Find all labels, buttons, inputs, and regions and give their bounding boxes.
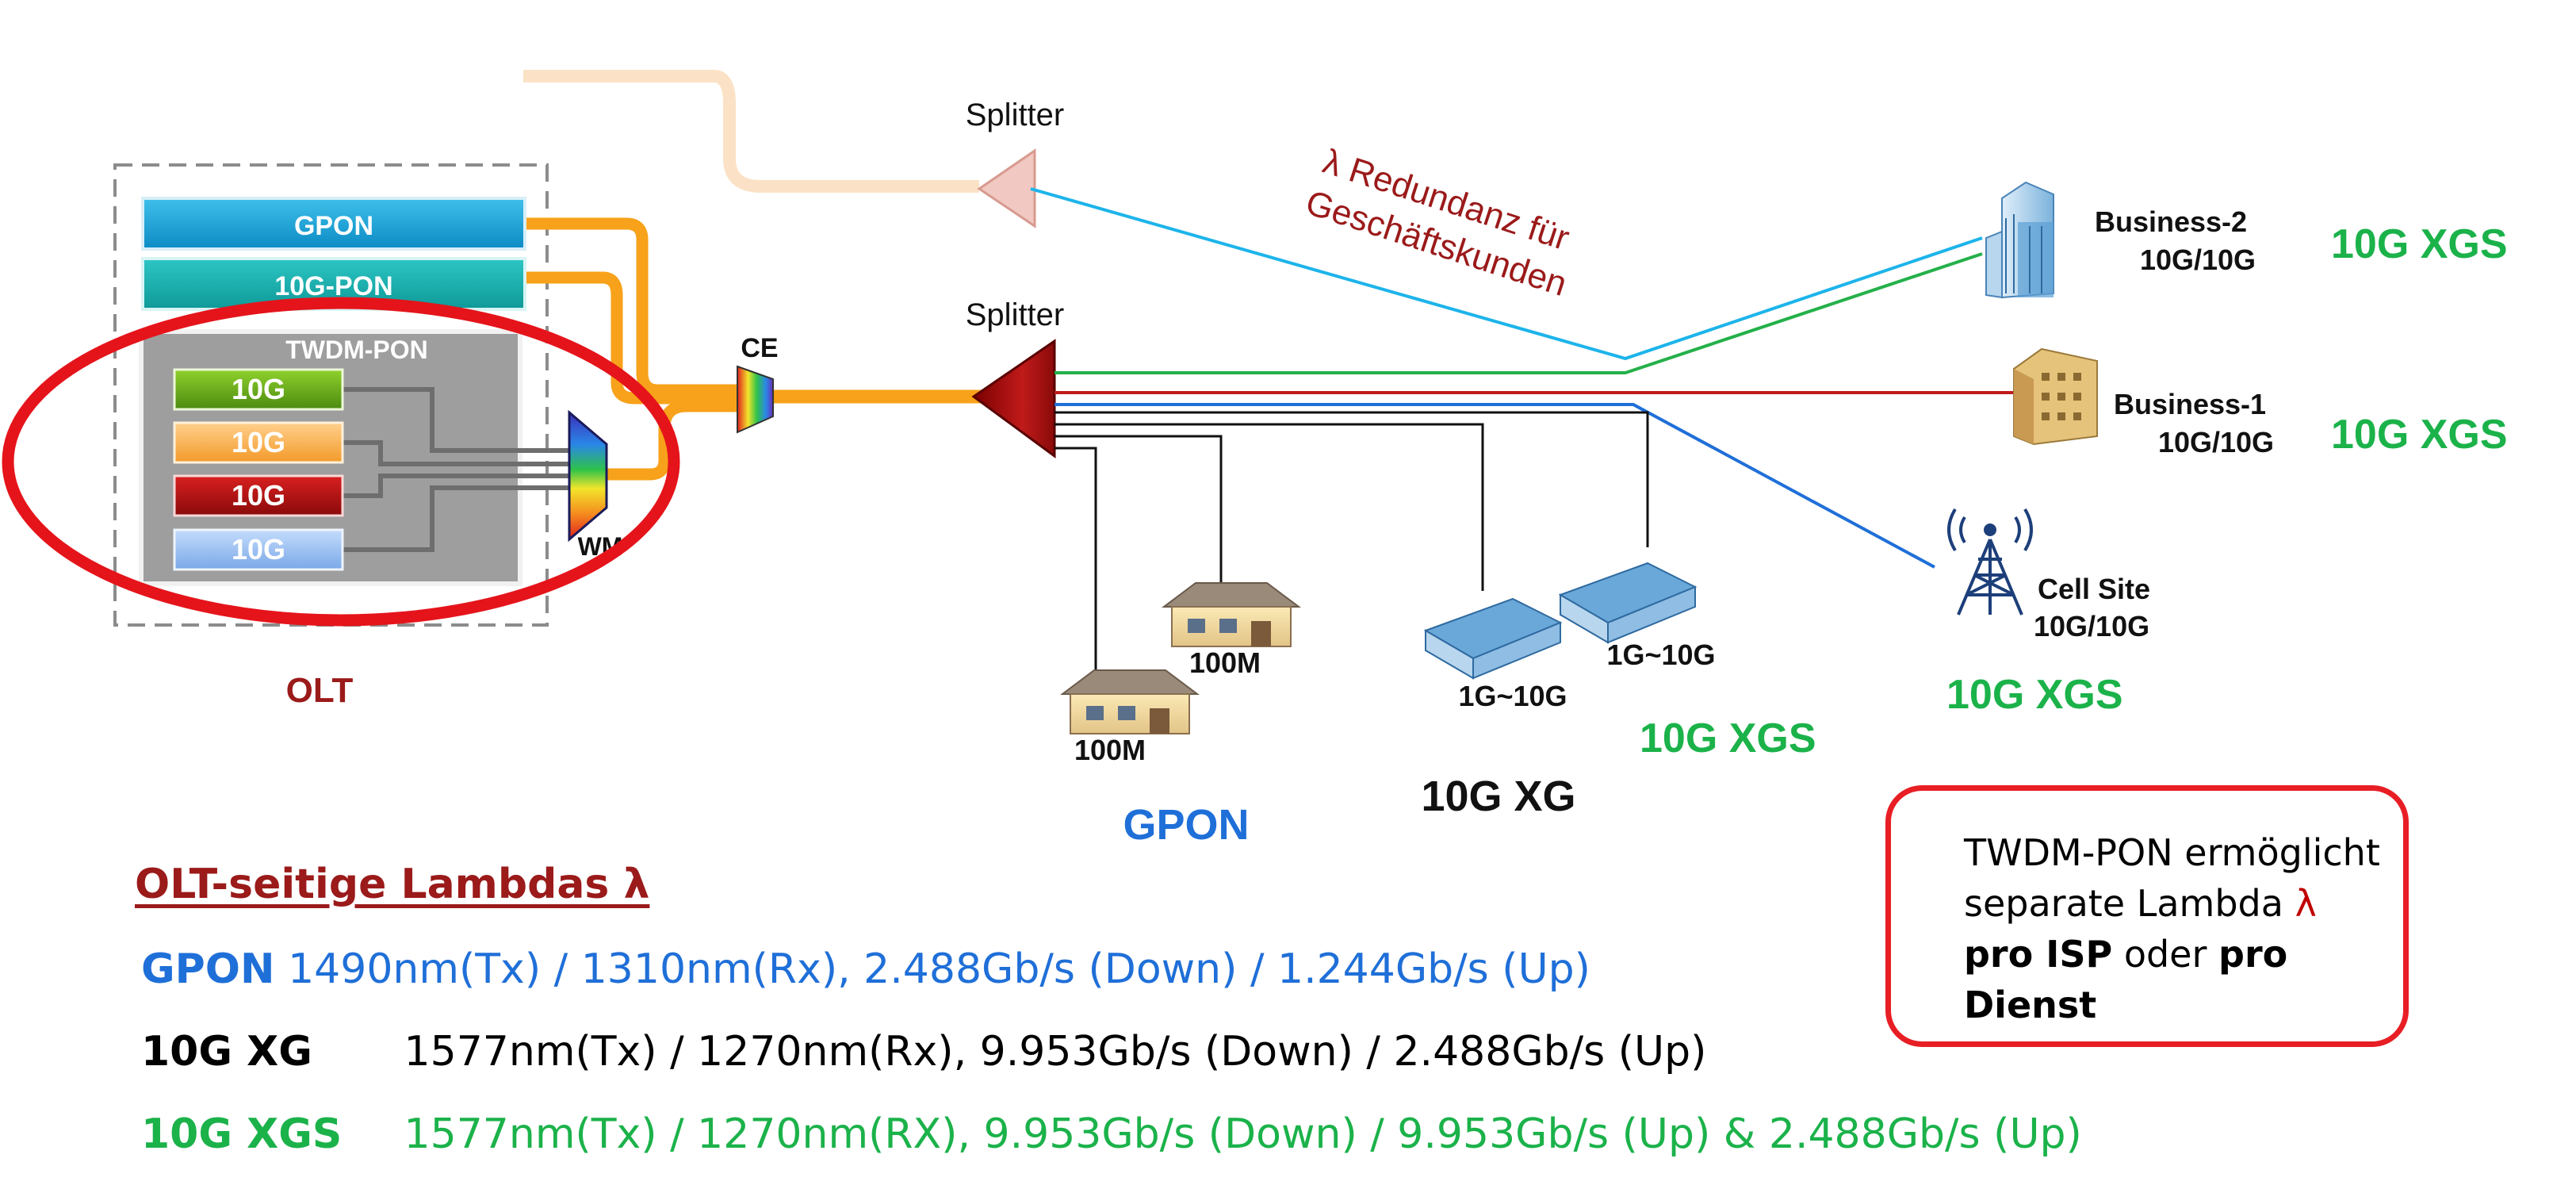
splitter-top-icon [977, 148, 1036, 228]
twdm-channel-green [173, 368, 344, 411]
callout-line2-text: separate Lambda [1964, 882, 2295, 925]
callout-dienst: pro Dienst [1964, 933, 2288, 1026]
business2-tech: 10G XGS [2331, 221, 2508, 267]
callout-line2: separate Lambda λ [1964, 878, 2403, 929]
splitter-main-label: Splitter [966, 297, 1065, 332]
olt-fibers [523, 217, 745, 481]
twdm-channel-orange [173, 421, 344, 464]
twdm-channel-label: 10G [232, 373, 285, 405]
twdm-lines [343, 387, 571, 552]
cell-site-tech: 10G XGS [1946, 672, 2123, 718]
cell-site-rate: 10G/10G [2034, 610, 2149, 642]
gpon-spec-row: GPON 1490nm(Tx) / 1310nm(Rx), 2.488Gb/s … [141, 945, 1590, 993]
house-icon [1162, 582, 1301, 647]
xg-spec-row: 10G XG 1577nm(Tx) / 1270nm(Rx), 9.953Gb/… [141, 1028, 1706, 1076]
office-tower-icon [1985, 181, 2054, 299]
xgs-spec-tag: 10G XGS [141, 1110, 343, 1158]
callout-isp: pro ISP [1964, 933, 2113, 976]
business1-name: Business-1 [2114, 388, 2266, 420]
commercial-building-icon [1558, 562, 1698, 644]
business2-rate: 10G/10G [2140, 244, 2256, 276]
twdm-label: TWDM-PON [285, 336, 428, 364]
twdm-channel-lightblue [173, 528, 344, 571]
xg-group-label: 10G XG [1421, 773, 1575, 820]
commercial-building-icon [1423, 597, 1563, 680]
twdm-channel-red [173, 474, 344, 517]
twdm-callout: TWDM-PON ermöglicht separate Lambda λ pr… [1885, 785, 2409, 1047]
callout-line3: pro ISP oder pro Dienst [1964, 929, 2403, 1030]
xg-spec-tag: 10G XG [141, 1028, 312, 1076]
gpon-box-label: GPON [294, 211, 373, 241]
business1-rate: 10G/10G [2158, 426, 2274, 458]
twdm-highlight-ellipse [2, 297, 680, 627]
callout-lambda: λ [2295, 882, 2317, 925]
cell-site-name: Cell Site [2038, 573, 2150, 605]
wm-prism-icon [568, 409, 608, 543]
splitter-main-icon [971, 339, 1056, 458]
10g-pon-box-label: 10G-PON [274, 271, 392, 301]
splitter-top-label: Splitter [966, 98, 1065, 132]
building-rate-a: 1G~10G [1458, 680, 1567, 712]
home-rate-a: 100M [1189, 646, 1261, 679]
home-rate-b: 100M [1074, 734, 1146, 766]
building-rate-b: 1G~10G [1606, 639, 1715, 671]
ce-label: CE [741, 333, 778, 363]
ce-prism-icon [737, 365, 774, 434]
faded-fiber [523, 70, 979, 193]
business2-fiber [1055, 252, 1983, 374]
olt-lambdas-heading: OLT-seitige Lambdas λ [135, 861, 650, 908]
gpon-group-label: GPON [1123, 801, 1249, 849]
cell-site-fiber [1055, 403, 1935, 569]
redundancy-fiber [1030, 187, 1983, 361]
gpon-spec-tag: GPON [141, 945, 275, 993]
callout-line1: TWDM-PON ermöglicht [1964, 831, 2380, 874]
xg-spec-text: 1577nm(Tx) / 1270nm(Rx), 9.953Gb/s (Down… [404, 1028, 1707, 1076]
drop-fibers [1055, 411, 1649, 682]
xgs-group-label: 10G XGS [1640, 715, 1816, 761]
gpon-box [141, 197, 526, 251]
cell-tower-icon [1947, 508, 2033, 616]
gpon-spec-text: 1490nm(Tx) / 1310nm(Rx), 2.488Gb/s (Down… [288, 945, 1590, 993]
twdm-channel-label: 10G [232, 426, 285, 458]
twdm-channel-label: 10G [232, 533, 285, 566]
callout-oder: oder [2112, 933, 2219, 976]
business2-name: Business-2 [2095, 205, 2247, 238]
xgs-spec-text: 1577nm(Tx) / 1270nm(RX), 9.953Gb/s (Down… [404, 1110, 2082, 1158]
xgs-spec-row: 10G XGS 1577nm(Tx) / 1270nm(RX), 9.953Gb… [141, 1110, 2082, 1158]
business1-tech: 10G XGS [2331, 412, 2508, 458]
olt-label: OLT [286, 671, 354, 710]
hotel-building-icon [2013, 347, 2098, 446]
house-icon [1060, 669, 1200, 734]
twdm-channel-label: 10G [232, 479, 285, 512]
